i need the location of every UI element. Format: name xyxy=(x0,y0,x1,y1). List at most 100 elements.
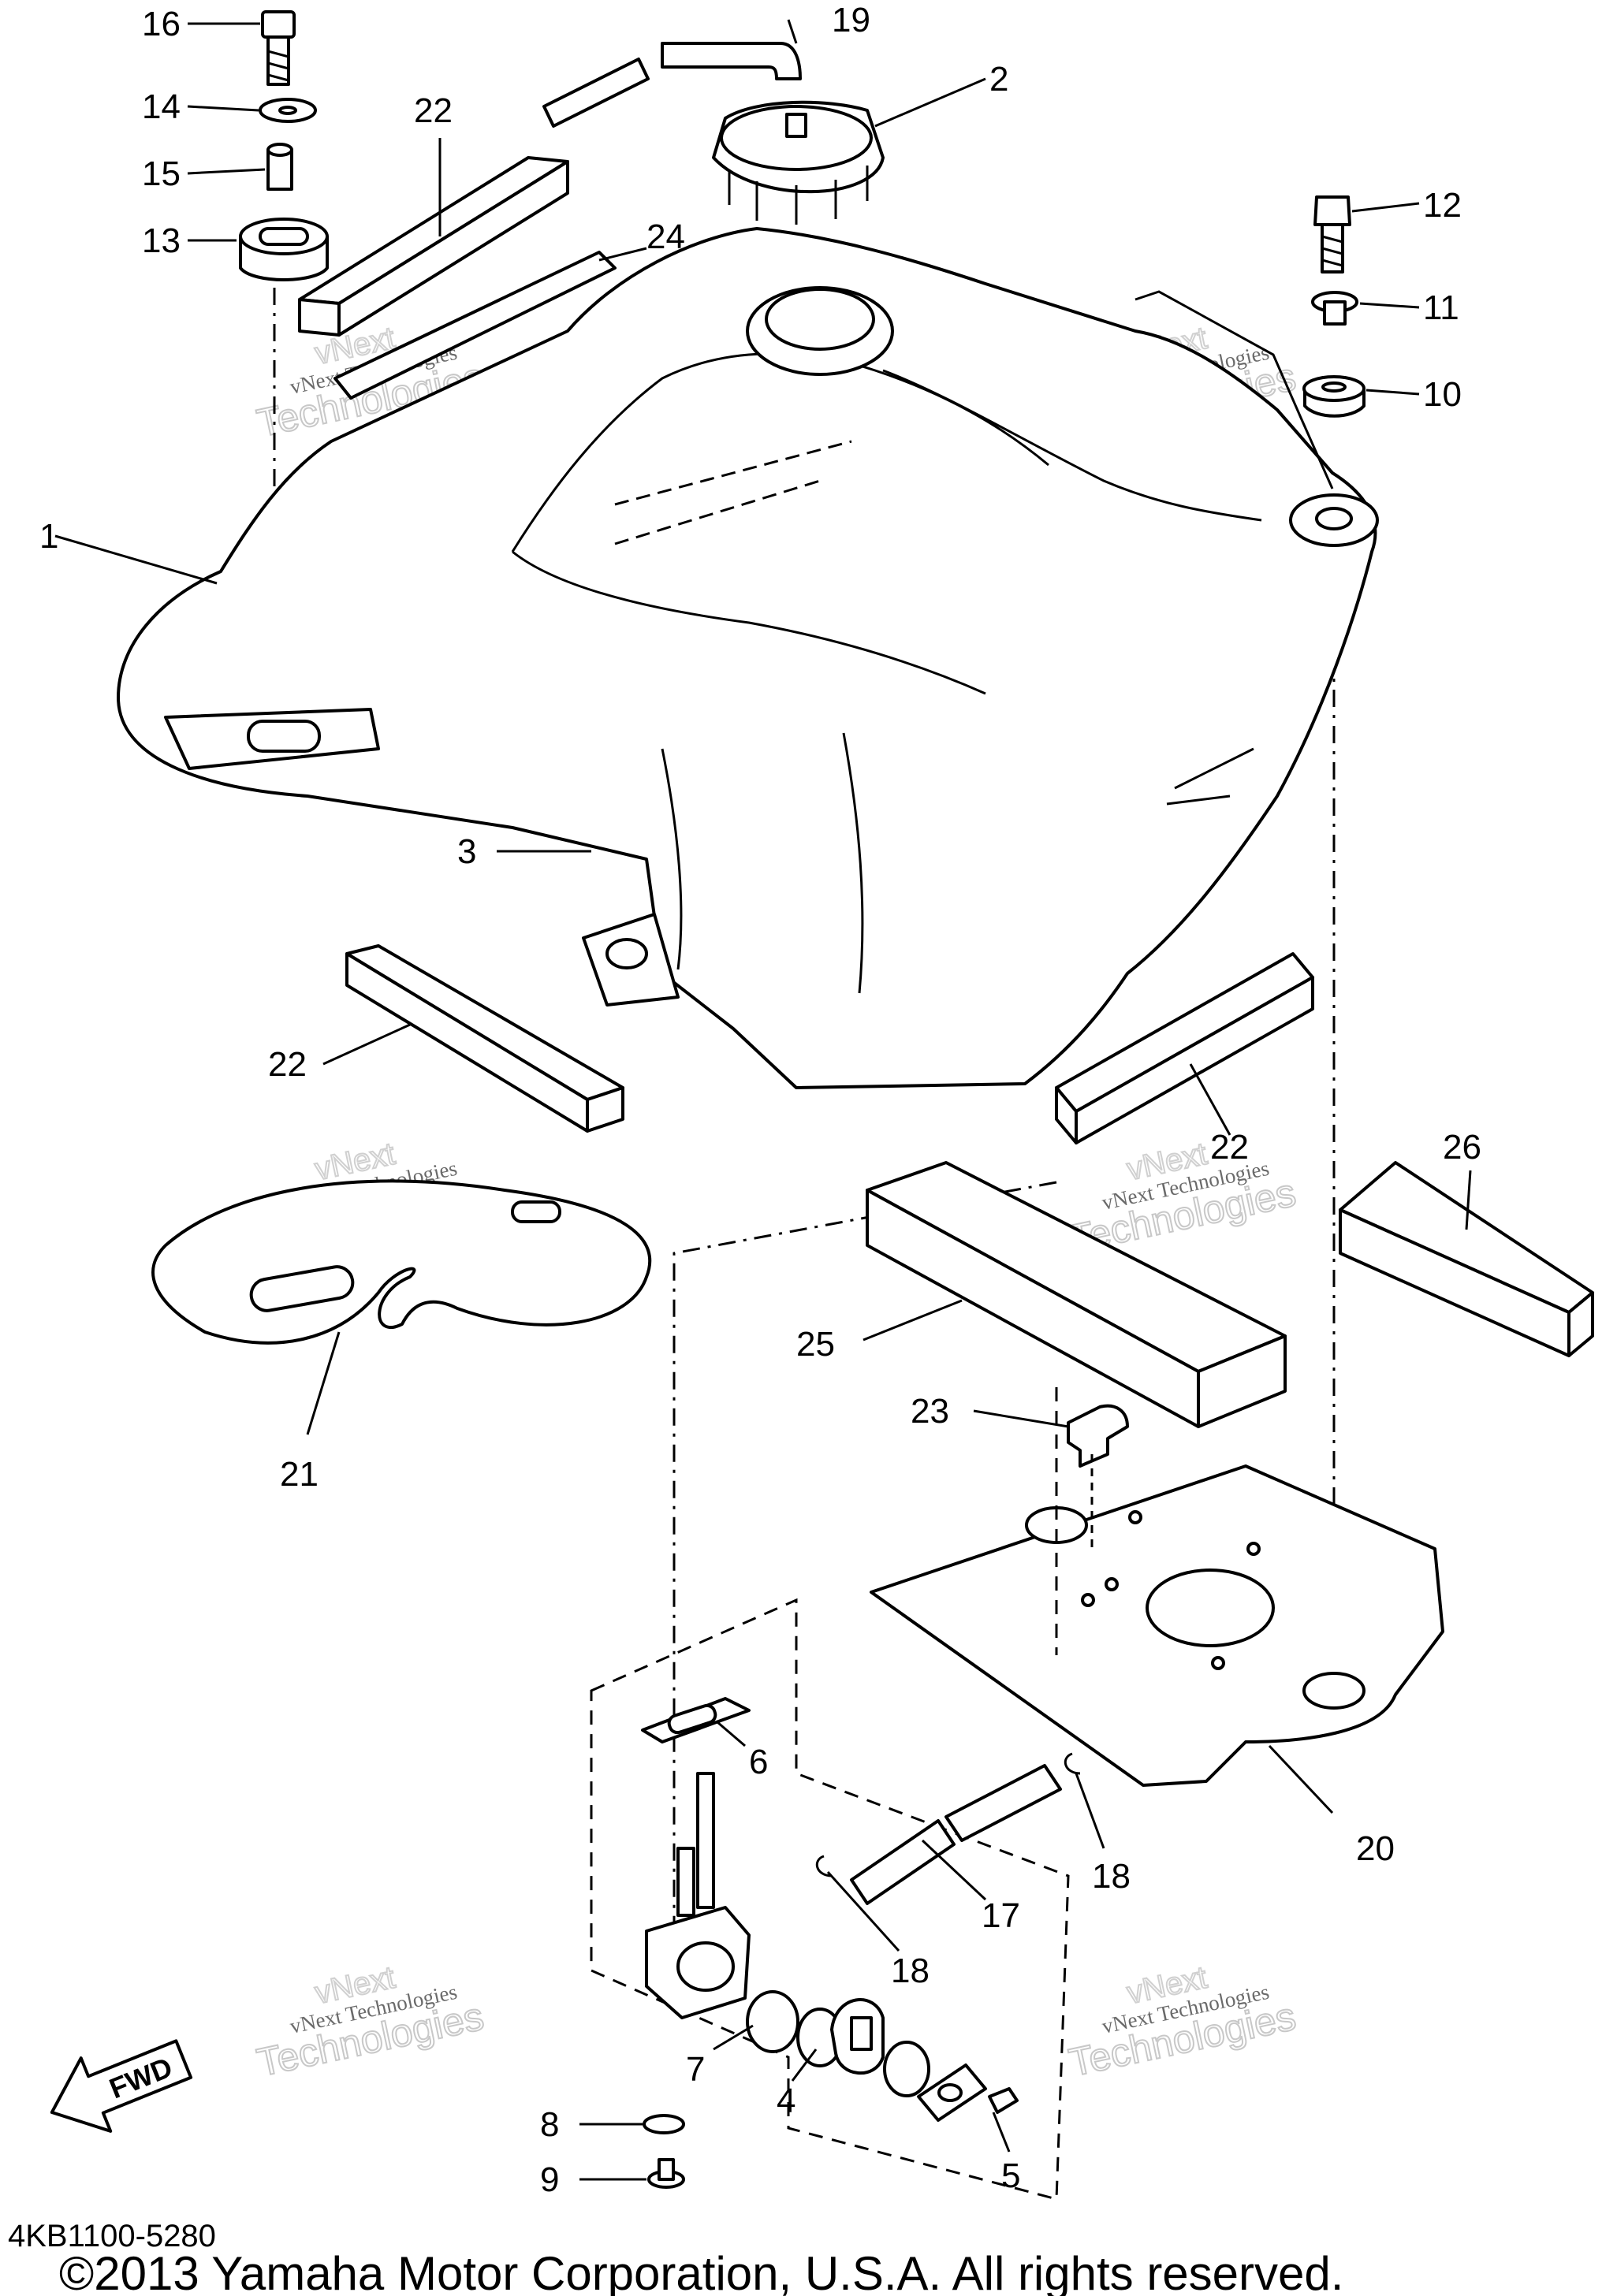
leader-10 xyxy=(1366,389,1420,396)
callout-7: 7 xyxy=(686,2050,705,2089)
pad-22-lower-left-side xyxy=(345,952,589,1133)
callout-6: 6 xyxy=(749,1743,768,1781)
leader-4 xyxy=(791,2049,818,2082)
callouts: 1 2 3 4 5 6 7 8 9 10 11 12 13 14 15 16 1… xyxy=(39,1,1481,2199)
leader-21 xyxy=(306,1331,341,1435)
watermark-5: vNext vNext Technologies Technologies xyxy=(252,1959,488,2086)
callout-2: 2 xyxy=(989,60,1008,99)
sheet-20-hole-2 xyxy=(1302,1672,1366,1710)
pad-25-end xyxy=(1197,1334,1287,1428)
fwd-arrow: FWD xyxy=(50,2039,193,2133)
fuel-cock-assembly-3 xyxy=(590,1598,1070,2201)
leader-15 xyxy=(187,168,266,175)
fuel-cap-vent xyxy=(785,113,807,138)
bolt-16-thread xyxy=(267,50,289,82)
grommet-13-slot xyxy=(259,227,309,246)
callout-3: 3 xyxy=(457,832,476,871)
leader-20 xyxy=(1268,1744,1334,1814)
callout-14: 14 xyxy=(142,87,181,126)
lower-mount-hole xyxy=(605,938,648,969)
lever-knob xyxy=(850,2016,873,2051)
centerline-fuel-cock xyxy=(673,1181,1057,1955)
pad-22-lower-left-top xyxy=(345,944,624,1101)
copyright-notice: ©2013 Yamaha Motor Corporation, U.S.A. A… xyxy=(59,2247,1343,2296)
fastener-stack-right xyxy=(1302,195,1366,418)
callout-13: 13 xyxy=(142,221,181,260)
breather-hose-19 xyxy=(542,42,802,128)
sheet-20-dot-2 xyxy=(1105,1577,1119,1591)
fuel-tank-body xyxy=(117,227,1377,1089)
leader-24 xyxy=(598,247,647,262)
callout-11: 11 xyxy=(1423,288,1459,327)
fwd-arrow-icon xyxy=(50,2039,193,2133)
clip-23 xyxy=(1067,1404,1129,1553)
leader-14 xyxy=(187,105,259,112)
pad-22-top-end xyxy=(298,298,341,337)
callout-22c: 22 xyxy=(1210,1128,1249,1167)
wave-washer xyxy=(883,2041,930,2097)
leader-18a xyxy=(826,1870,900,1952)
bolt-9-shank xyxy=(658,2158,675,2181)
washer-8 xyxy=(643,2114,685,2134)
callout-1: 1 xyxy=(39,517,58,556)
callout-4: 4 xyxy=(777,2082,795,2120)
leader-lines xyxy=(54,19,1472,2181)
callout-15: 15 xyxy=(142,154,181,193)
leader-11 xyxy=(1359,302,1420,309)
clip-18-lower xyxy=(815,1855,833,1877)
leader-17 xyxy=(921,1839,987,1901)
tank-rear-flange xyxy=(1135,290,1334,489)
fuel-cock-pipe-long xyxy=(696,1772,715,1909)
breather-hose-upper xyxy=(661,42,802,80)
bolt-12-head xyxy=(1313,195,1351,226)
front-mount-slot xyxy=(247,720,321,753)
callout-26: 26 xyxy=(1443,1128,1481,1167)
sheet-20-dot-4 xyxy=(1246,1542,1261,1556)
fuel-hose-upper xyxy=(944,1764,1062,1842)
assembly-3-boundary xyxy=(590,1598,1070,2201)
pad-26-end xyxy=(1567,1291,1594,1357)
callout-5: 5 xyxy=(1001,2156,1020,2195)
fuel-tank-1 xyxy=(117,227,1379,1089)
sheet-20-dot-5 xyxy=(1211,1656,1225,1670)
pad-22-top-side xyxy=(337,160,569,337)
filler-neck-inner xyxy=(765,288,875,351)
leader-18b xyxy=(1075,1773,1105,1849)
rear-mount-hole xyxy=(1315,507,1353,530)
callout-18a: 18 xyxy=(891,1952,930,1990)
fuel-cap-2 xyxy=(712,100,885,225)
washer-14-hole xyxy=(278,106,297,115)
leader-12 xyxy=(1351,202,1420,213)
sheet-20-dot-1 xyxy=(1128,1510,1142,1524)
leader-7 xyxy=(713,2024,754,2051)
diagram-code: 4KB1100-5280 xyxy=(8,2219,216,2253)
screw-5 xyxy=(988,2087,1019,2114)
bolt-16-head xyxy=(261,10,296,39)
callout-19: 19 xyxy=(832,1,870,39)
collar-15-top xyxy=(266,143,293,157)
grommet-10-hole xyxy=(1321,381,1347,393)
leader-26 xyxy=(1465,1170,1472,1230)
leader-22c xyxy=(1189,1063,1231,1136)
leader-25 xyxy=(863,1299,963,1342)
pad-24 xyxy=(333,251,617,400)
filter-7 xyxy=(746,1990,799,2053)
collar-11-body xyxy=(1323,300,1347,326)
plate-21-outline xyxy=(151,1179,652,1345)
tank-outlet-marks xyxy=(1166,747,1254,806)
fuel-cap-grips xyxy=(728,166,869,225)
sheet-20 xyxy=(870,1387,1444,1787)
sheet-20-dot-3 xyxy=(1081,1593,1095,1607)
callout-17: 17 xyxy=(982,1896,1020,1935)
callout-12: 12 xyxy=(1423,186,1462,225)
leader-1 xyxy=(54,534,218,585)
leader-2 xyxy=(874,77,986,128)
leader-5 xyxy=(992,2112,1011,2153)
callout-24: 24 xyxy=(646,218,685,256)
gasket-6-slot xyxy=(667,1703,717,1735)
callout-18b: 18 xyxy=(1092,1857,1131,1896)
tank-side-crease xyxy=(842,732,864,994)
pad-22-top xyxy=(298,156,569,305)
sheet-20-large-hole xyxy=(1146,1568,1275,1647)
